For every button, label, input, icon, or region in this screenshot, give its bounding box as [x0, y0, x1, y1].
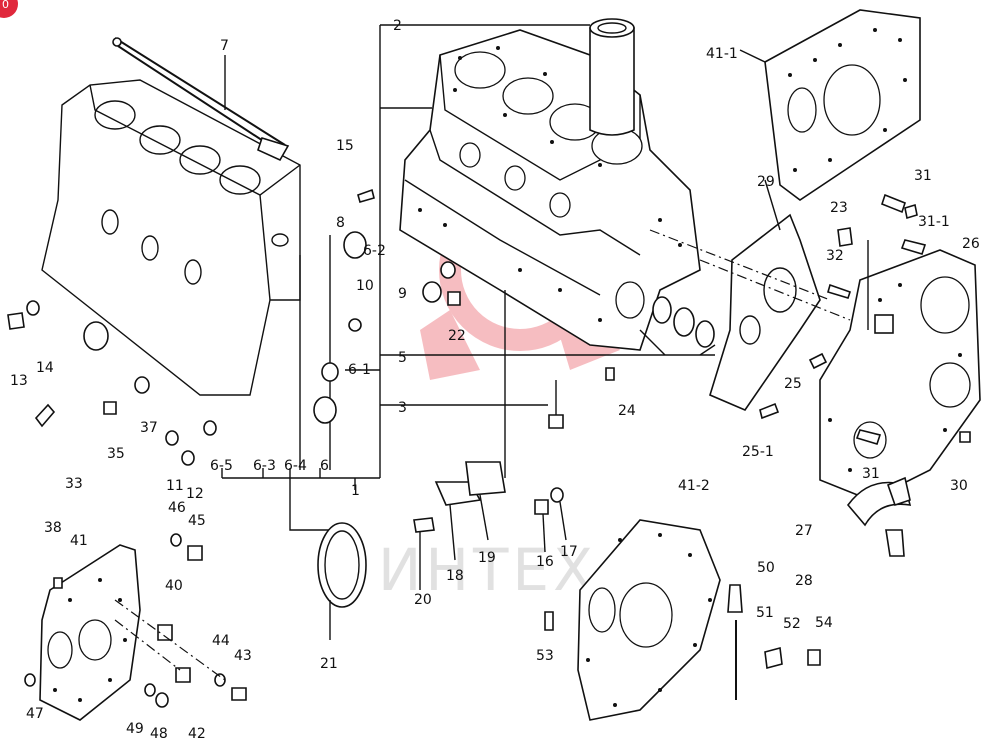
part-label: 41	[70, 533, 88, 549]
part-label: 14	[36, 360, 54, 376]
part-label: 6-1	[348, 362, 371, 378]
part-plate-41-2	[577, 519, 721, 721]
part-label: 30	[950, 478, 968, 494]
part-label: 8	[336, 215, 345, 231]
part-label: 32	[826, 248, 844, 264]
part-label: 31	[914, 168, 932, 184]
part-label: 43	[234, 648, 252, 664]
part-label: 54	[815, 615, 833, 631]
part-label: 9	[398, 286, 407, 302]
part-label: 11	[166, 478, 184, 494]
part-label: 21	[320, 656, 338, 672]
part-label: 41-1	[706, 46, 738, 62]
part-label: 40	[165, 578, 183, 594]
part-label: 35	[107, 446, 125, 462]
part-label: 41-2	[678, 478, 710, 494]
part-label: 20	[414, 592, 432, 608]
part-label: 31-1	[918, 214, 950, 230]
part-bearing-27	[846, 476, 912, 557]
part-label: 3	[398, 400, 407, 416]
part-label: 51	[756, 605, 774, 621]
part-rear-oil-seal	[317, 522, 367, 640]
part-label: 2	[393, 18, 402, 34]
part-label: 31	[862, 466, 880, 482]
part-label: 6-3	[253, 458, 276, 474]
part-plate-41	[39, 544, 141, 721]
part-bolts-31-23-32	[759, 193, 971, 445]
part-label: 22	[448, 328, 466, 344]
part-label: 6	[320, 458, 329, 474]
part-cylinder-liner	[589, 18, 635, 136]
part-label: 52	[783, 616, 801, 632]
watermark-text: ИНТЕХ	[378, 536, 597, 604]
part-label: 42	[188, 726, 206, 740]
part-label: 16	[536, 554, 554, 570]
part-label: 27	[795, 523, 813, 539]
part-label: 38	[44, 520, 62, 536]
part-gear-case	[819, 249, 981, 501]
part-seals-right	[639, 296, 716, 356]
part-label: 46	[168, 500, 186, 516]
part-label: 26	[962, 236, 980, 252]
part-label: 50	[757, 560, 775, 576]
part-label: 37	[140, 420, 158, 436]
part-bolts-20-16-17	[413, 487, 567, 590]
part-label: 15	[336, 138, 354, 154]
part-bolt-3	[548, 367, 615, 429]
part-label: 18	[446, 568, 464, 584]
part-label: 49	[126, 721, 144, 737]
part-label: 6-4	[284, 458, 307, 474]
part-label: 48	[150, 726, 168, 740]
part-bolts-bottom-left	[7, 300, 247, 708]
part-label: 5	[398, 350, 407, 366]
part-label: 7	[220, 38, 229, 54]
part-label: 24	[618, 403, 636, 419]
part-label: 33	[65, 476, 83, 492]
part-dipstick	[112, 37, 290, 162]
part-label: 10	[356, 278, 374, 294]
part-plate-41-1	[739, 9, 921, 201]
part-label: 45	[188, 513, 206, 529]
part-label: 53	[536, 648, 554, 664]
part-label: 44	[212, 633, 230, 649]
assembly-bracket-lines	[221, 24, 715, 531]
part-label: 1	[351, 483, 360, 499]
part-label: 13	[10, 373, 28, 389]
part-label: 25-1	[742, 444, 774, 460]
part-gasket-29	[649, 179, 851, 411]
part-label: 12	[186, 486, 204, 502]
part-small-items-50-54	[544, 584, 821, 700]
part-label: 6-2	[363, 243, 386, 259]
small-plugs	[83, 188, 461, 424]
part-label: 6-5	[210, 458, 233, 474]
part-label: 17	[560, 544, 578, 560]
part-covers	[434, 290, 506, 561]
part-labels: 7 2 41-1 15 8 6-2 10 9 22 5 6-1 3 24 29 23 31 31-1 32 26 25…	[10, 18, 980, 740]
part-label: 19	[478, 550, 496, 566]
part-label: 25	[784, 376, 802, 392]
ghost-engine-block	[41, 79, 301, 396]
notification-badge: 0	[0, 0, 18, 18]
part-label: 28	[795, 573, 813, 589]
part-label: 29	[757, 174, 775, 190]
part-label: 47	[26, 706, 44, 722]
part-label: 23	[830, 200, 848, 216]
